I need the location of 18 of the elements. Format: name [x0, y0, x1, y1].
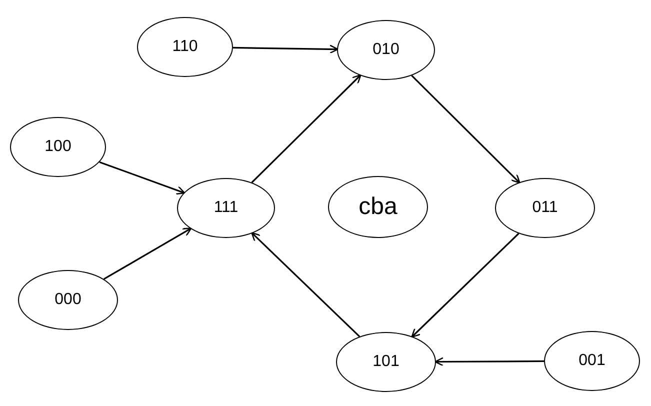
arrow	[99, 161, 186, 195]
node-label: 010	[372, 42, 400, 58]
node-label: 101	[372, 354, 400, 370]
arrow	[251, 74, 362, 184]
arrow	[411, 232, 520, 338]
arrow	[103, 228, 192, 280]
node-label: 001	[578, 353, 606, 369]
node-label: 011	[532, 200, 558, 216]
ellipse-node	[177, 178, 275, 238]
node-label: 111	[214, 200, 238, 216]
node-label: 110	[172, 39, 198, 55]
node-label: 100	[44, 139, 72, 155]
arrow	[251, 232, 360, 338]
node-label: cba	[358, 195, 398, 219]
arrow	[411, 74, 520, 184]
arrow	[232, 44, 338, 54]
arrow	[434, 357, 544, 366]
node-label: 000	[54, 292, 82, 308]
